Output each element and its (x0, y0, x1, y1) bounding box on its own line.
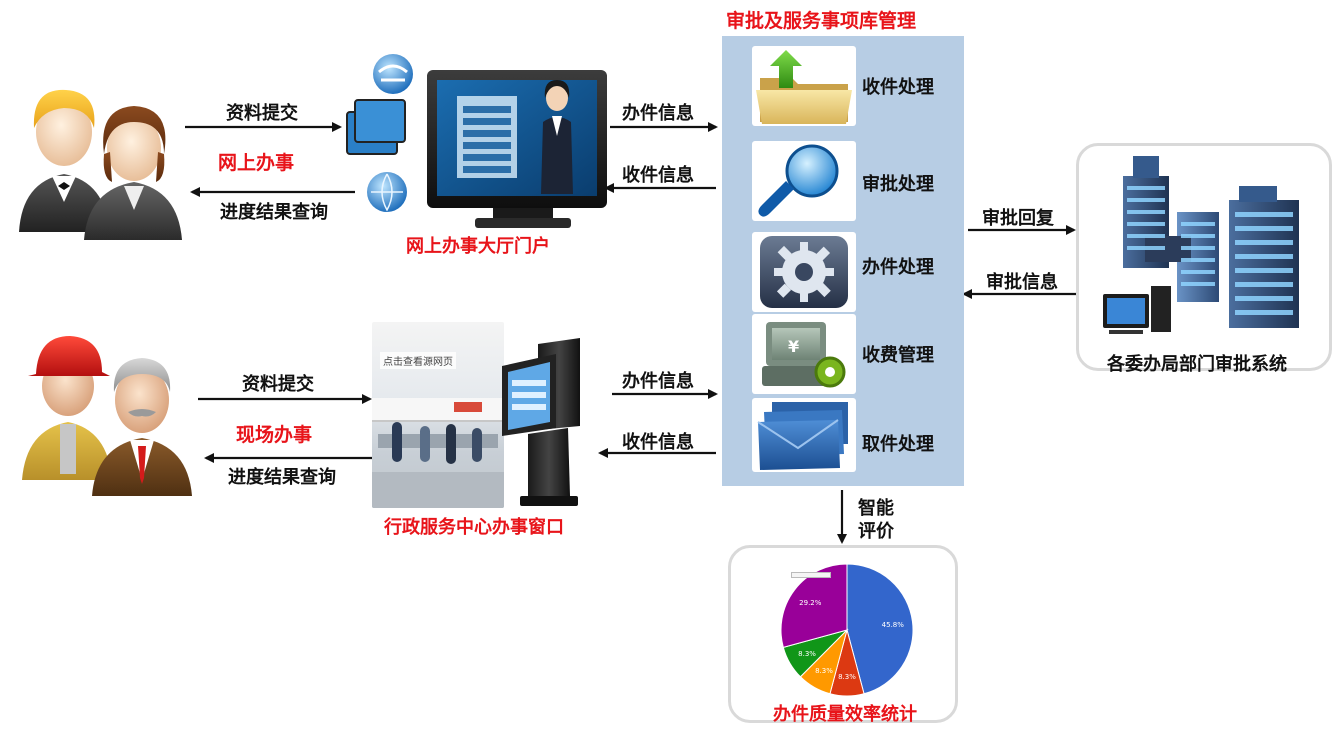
approval-reply-label: 审批回复 (982, 208, 1054, 229)
proc-icon-box-pickup (752, 398, 856, 472)
pie-slice-label-0: 45.8% (882, 621, 905, 629)
departments-label: 各委办局部门审批系统 (1107, 354, 1287, 375)
folder-upload-icon (756, 50, 852, 124)
pie-slice-label-1: 8.3% (838, 673, 856, 681)
pie-slice-label-2: 8.3% (815, 667, 833, 675)
proc-icon-box-fee: ¥ (752, 314, 856, 394)
onsite-mode-label: 现场办事 (236, 424, 313, 446)
online-from-panel-label: 收件信息 (622, 165, 694, 186)
proc-label-fee: 收费管理 (862, 345, 934, 366)
online-query-label: 进度结果查询 (220, 202, 328, 223)
proc-label-handle: 办件处理 (862, 257, 934, 278)
online-portal-label: 网上办事大厅门户 (406, 236, 550, 257)
online-portal-illustration (346, 54, 607, 228)
proc-icon-box-handle (752, 232, 856, 312)
approval-info-label: 审批信息 (986, 272, 1058, 293)
pie-slice-label-4: 29.2% (799, 599, 822, 607)
online-users-illustration (19, 89, 182, 240)
online-mode-label: 网上办事 (218, 152, 295, 174)
gear-icon (760, 236, 848, 308)
onsite-to-panel-label: 办件信息 (622, 371, 694, 392)
pie-slice-0 (846, 563, 914, 695)
office-buildings-illustration (1103, 156, 1299, 334)
cash-register-icon: ¥ (762, 322, 846, 388)
evaluation-label-line1: 智能 (858, 498, 894, 519)
svg-text:¥: ¥ (788, 337, 799, 356)
service-hall-photo: 点击查看源网页 (372, 322, 504, 508)
onsite-users-illustration (22, 336, 192, 496)
onsite-from-panel-label: 收件信息 (622, 432, 694, 453)
pie-slice-label-3: 8.3% (798, 650, 816, 658)
pie-slice-4 (780, 563, 848, 648)
onsite-query-label: 进度结果查询 (228, 467, 336, 488)
departments-box: 各委办局部门审批系统 (1076, 143, 1332, 375)
envelope-icon (757, 402, 848, 470)
proc-icon-box-approve (752, 141, 856, 221)
proc-icon-box-receive (752, 46, 856, 126)
pie-legend-stub (791, 572, 831, 578)
evaluation-label-line2: 评价 (858, 521, 894, 542)
photo-sign: 点击查看源网页 (380, 352, 456, 369)
statistics-label: 办件质量效率统计 (773, 704, 917, 725)
online-submit-label: 资料提交 (226, 103, 298, 124)
online-to-panel-label: 办件信息 (622, 103, 694, 124)
statistics-box: 45.8% 8.3% 8.3% 8.3% 29.2% 办件质量效率统计 (728, 545, 958, 725)
onsite-window-label: 行政服务中心办事窗口 (384, 517, 564, 538)
proc-label-receive: 收件处理 (862, 77, 934, 98)
magnifier-icon (758, 144, 839, 217)
proc-label-pickup: 取件处理 (862, 434, 934, 455)
onsite-submit-label: 资料提交 (242, 374, 314, 395)
quality-pie-chart: 45.8% 8.3% 8.3% 8.3% 29.2% (780, 563, 914, 697)
service-management-panel: 收件处理 审批处理 办件处理 (722, 36, 964, 486)
panel-title: 审批及服务事项库管理 (726, 10, 917, 32)
self-service-kiosk-illustration (502, 338, 580, 506)
proc-label-approve: 审批处理 (862, 174, 934, 195)
